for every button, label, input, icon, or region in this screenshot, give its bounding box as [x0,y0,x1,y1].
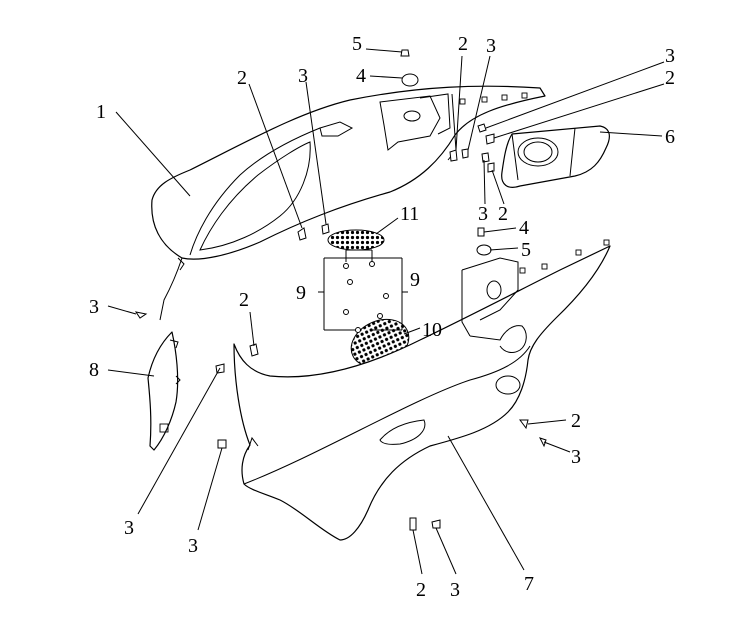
callout-8: 8 [89,359,99,381]
callout-7: 7 [524,573,534,595]
part-7-lower-front-cover [233,239,611,541]
callout-5: 5 [521,239,531,261]
callout-2: 2 [498,203,508,225]
callout-2: 2 [665,67,675,89]
leader-lines [107,48,665,575]
fasteners [134,49,547,531]
callout-2: 2 [237,67,247,89]
callout-3: 3 [478,203,488,225]
callout-2: 2 [416,579,426,601]
callout-4: 4 [519,217,529,239]
callout-2: 2 [458,33,468,55]
callout-4: 4 [356,65,366,87]
callout-1: 1 [96,101,106,123]
callout-3: 3 [665,45,675,67]
callout-labels: 1 2 3 5 4 2 3 3 2 6 3 2 11 4 5 9 9 3 2 1… [89,33,675,601]
callout-3: 3 [571,446,581,468]
callout-5: 5 [352,33,362,55]
callout-10: 10 [422,319,442,341]
callout-3: 3 [124,517,134,539]
callout-3: 3 [486,35,496,57]
part-6-side-panel [501,125,610,188]
callout-2: 2 [239,289,249,311]
part-11-upper-grille [327,229,385,251]
callout-11: 11 [400,203,419,225]
callout-3: 3 [298,65,308,87]
callout-9: 9 [410,269,420,291]
callout-3: 3 [450,579,460,601]
callout-6: 6 [665,126,675,148]
callout-3: 3 [188,535,198,557]
callout-9: 9 [296,282,306,304]
callout-2: 2 [571,410,581,432]
callout-3: 3 [89,296,99,318]
part-9-screw-group [318,249,408,333]
part-8-small-side-cover [147,331,181,451]
